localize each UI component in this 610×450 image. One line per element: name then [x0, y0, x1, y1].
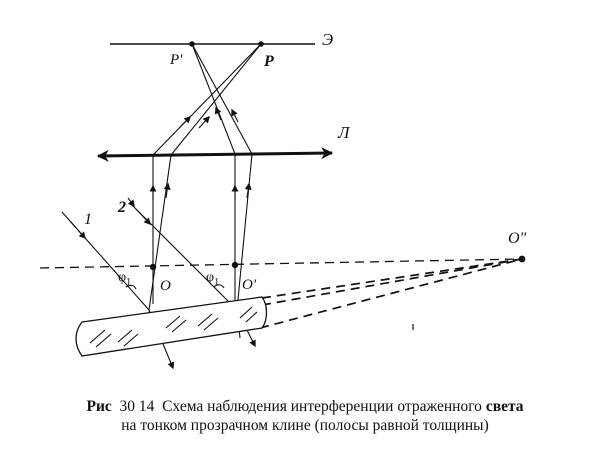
wedge-interference-diagram: Э P' P Л 1 2 O" O O' φ1 φ1: [39, 30, 527, 370]
focused-rays: [152, 43, 262, 156]
apex-label: O": [508, 230, 527, 247]
point-p-label: P: [263, 53, 274, 70]
point-o-prime-label: O': [242, 277, 257, 293]
dashed-horizontal: [39, 258, 523, 269]
caption-number: 30 14: [119, 398, 155, 415]
caption-line1-text: Схема наблюдения интерференции отраженно…: [162, 398, 482, 415]
dashed-wedge-extensions: [259, 258, 523, 329]
ray-arrows-lower: [149, 182, 252, 200]
angle-2-label: φ1: [206, 270, 219, 288]
point-o-prime-dot: [231, 261, 239, 269]
point-o-dot: [149, 263, 157, 271]
apex-dot: [518, 255, 526, 263]
caption-prefix: Рис: [86, 398, 112, 415]
ray-2-tick: [127, 197, 135, 208]
ray-1-label: 1: [84, 211, 92, 228]
glass-wedge: [75, 296, 268, 357]
angle-arc-2: [213, 284, 225, 289]
caption-line-2: на тонком прозрачном клине (полосы равно…: [121, 417, 489, 434]
caption-line-1: Рис 30 14 Схема наблюдения интерференции…: [20, 397, 590, 416]
screen-label: Э: [322, 30, 333, 49]
wedge-hatching: [89, 306, 258, 348]
figure-caption: Рис 30 14 Схема наблюдения интерференции…: [20, 397, 590, 435]
ray-2-label: 2: [117, 199, 126, 216]
caption-line1-bold: света: [485, 398, 524, 415]
lens-line: [96, 147, 334, 162]
angle-arc-1: [125, 284, 137, 290]
point-p-prime-label: P': [169, 52, 183, 68]
ray-arrows-upper: [179, 106, 239, 129]
lens-label: Л: [337, 123, 351, 142]
angle-1-label: φ1: [118, 270, 131, 288]
point-o-label: O: [160, 278, 171, 294]
